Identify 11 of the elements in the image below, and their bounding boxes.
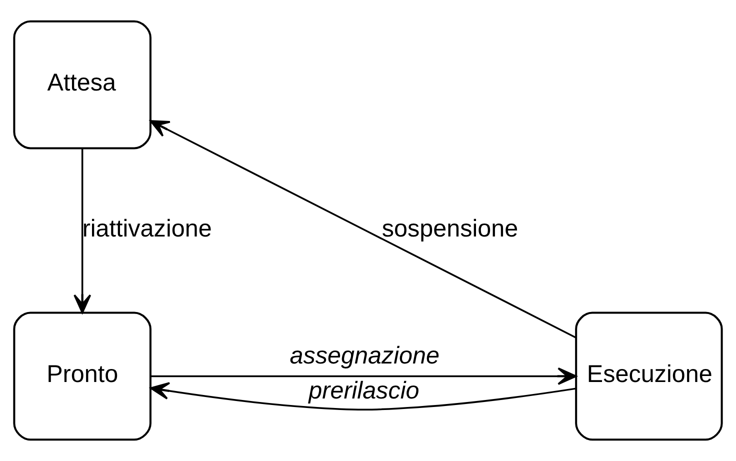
- node-box: Pronto: [13, 312, 152, 441]
- arrow: [74, 148, 92, 314]
- edge-label: prerilascio: [308, 377, 420, 404]
- arrow: [150, 367, 577, 385]
- edge-label: riattivazione: [82, 215, 212, 242]
- arrow: [150, 382, 576, 411]
- node-box: Esecuzione: [575, 312, 723, 441]
- node-box: Attesa: [13, 20, 152, 150]
- edge-label: assegnazione: [290, 342, 440, 370]
- edge-label: sospensione: [382, 215, 518, 242]
- arrow: [150, 120, 576, 338]
